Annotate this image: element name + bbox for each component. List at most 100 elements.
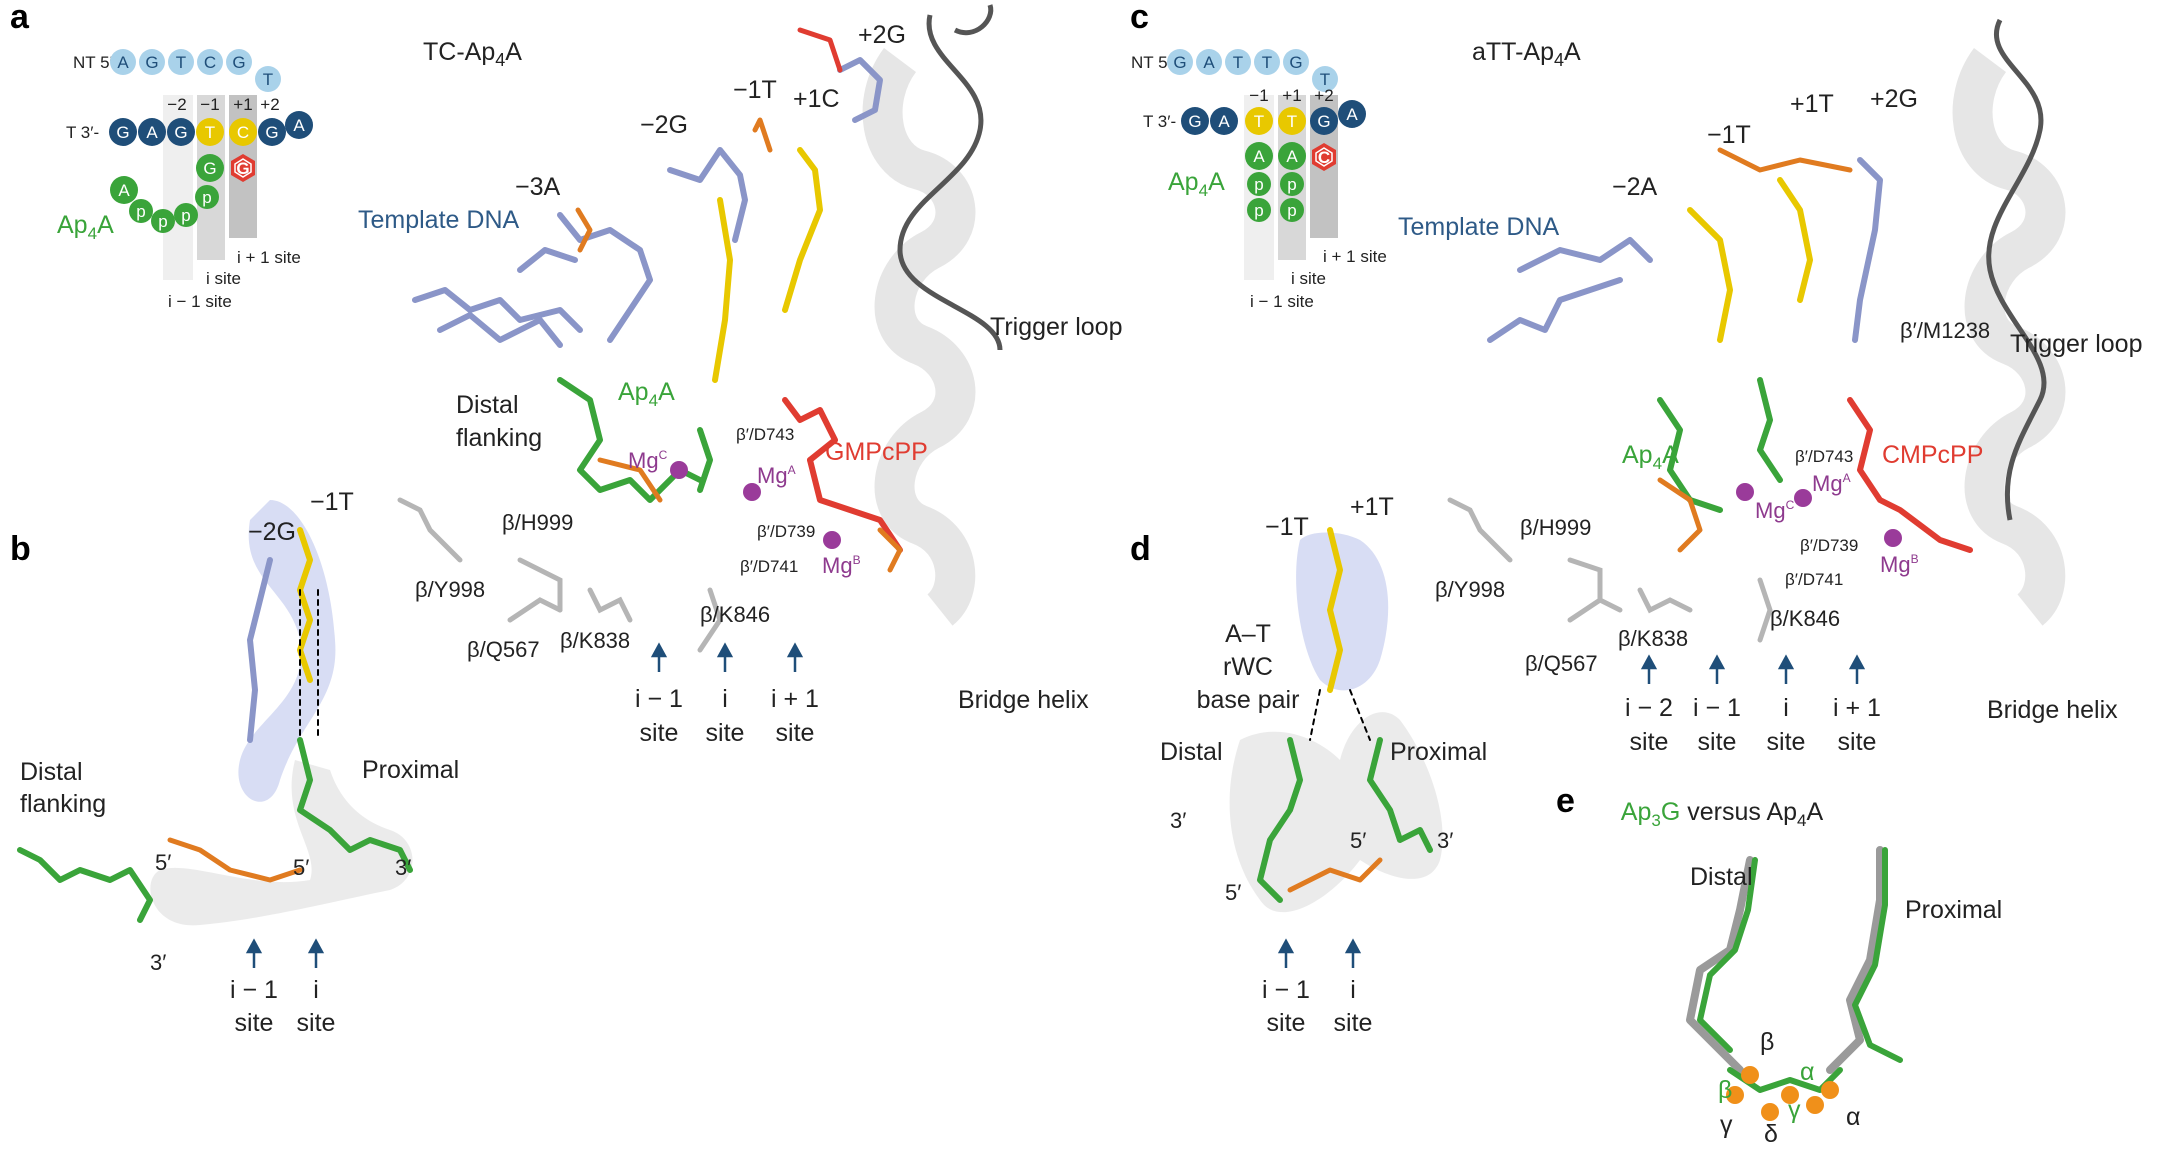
nt-base-6-label: T [263,70,273,89]
site-word-i-plus-a: site [776,719,815,747]
bridge-helix-a [862,4,1003,626]
dna-stick-plus2 [837,57,883,123]
label-bridge-helix-c: Bridge helix [1987,696,2118,724]
c-nt-base-4 [1254,49,1280,75]
e-phosphate-1 [1741,1066,1759,1084]
d-label-pair-1: A–T [1225,620,1271,648]
c-dna-yellow-plus1 [1777,177,1813,303]
c-site-i-minus2: i − 2 [1625,694,1673,722]
c-nt-strand-label: NT 5′- [1131,53,1176,72]
c-ap4a-stick-2 [1757,377,1783,483]
c-nt-base-3 [1225,49,1251,75]
arrow-i-minus-a-head [650,642,668,658]
e-grey-distal [1686,856,1754,1074]
d-site-i: i [1350,976,1356,1004]
c-dna-stick-1 [1487,277,1623,343]
incoming-ntp-label: G [236,159,249,178]
panel-label-b: b [10,530,31,568]
label-ap4a-c: Ap4A [1622,441,1679,473]
c-nt-strand: G A T T G T [1167,49,1338,92]
c-pos-label-p1: +1 [1282,86,1301,105]
d-density-bottom [1229,712,1443,913]
label-p1C-a: +1C [793,85,840,113]
arrow-i-plus-a-head [786,642,804,658]
label-template-dna-a: Template DNA [358,206,519,234]
nt-strand-label: NT 5′- [73,53,118,72]
d-density-top [1296,532,1389,691]
bridge-helix-ribbon [862,48,976,626]
c-site-i-minus: i − 1 [1693,694,1741,722]
c-t-base-1-label: G [1188,112,1201,131]
label-distal-a-2: flanking [456,424,542,452]
d-label-p1T: +1T [1350,493,1394,521]
nt-base-2 [139,49,165,75]
d-hbond-1 [1309,689,1321,741]
gmpcpp-tail [807,457,903,553]
c-phosphate-1 [1247,172,1271,196]
phosphate-3 [174,203,198,227]
e-label-alpha-green: α [1800,1058,1814,1086]
mg-a-sphere-a [743,483,761,501]
b-phosphate-chain [167,837,303,883]
d-arrow-i-head [1344,938,1362,954]
c-incoming-ntp-hexagon-inner [1315,147,1333,167]
c-t-base-6 [1338,100,1366,128]
phosphate-3-label: p [181,206,190,225]
mg-c-sphere-a [670,461,688,479]
dna-phosphate-2 [752,117,773,153]
c-t-base-2-label: A [1218,112,1230,131]
c-phosphate-2-label: p [1287,175,1296,194]
pos-label-p1: +1 [233,95,252,114]
c-i-minus-site-label: i − 1 site [1250,292,1314,311]
nt-base-4 [197,49,223,75]
c-site-word-4: site [1838,728,1877,756]
site-arrows-b [245,938,325,968]
c-label-q567: β/Q567 [1525,651,1598,676]
t-base-6-label: G [265,123,278,142]
residue-k846 [697,587,723,653]
nt-base-5 [226,49,252,75]
c-phosphate-3 [1247,198,1271,222]
d-label-5b: 5′ [1225,880,1241,905]
d-label-distal: Distal [1160,738,1223,766]
b-label-distal-1: Distal [20,758,83,786]
c-pos-label-p2: +2 [1314,86,1333,105]
b-site-word-1: site [235,1009,274,1037]
c-t-base-1 [1181,107,1209,135]
schematic-c: NT 5′- G A T T G T −1 +1 +2 T 3′- G A T [1131,49,1387,311]
ap4a-base-proximal [196,154,224,182]
c-t-base-3 [1245,107,1273,135]
e-label-beta-green: β [1718,1076,1732,1104]
dna-yellow-minus1 [712,197,733,383]
c-phosphate-4 [1280,198,1304,222]
t-base-2 [138,118,166,146]
nt-base-3-label: T [176,53,186,72]
c-label-d741: β′/D741 [1785,570,1843,589]
c-arrow-i-plus-head [1848,654,1866,670]
c-nt-base-1 [1167,49,1193,75]
e-phosphate-2 [1726,1086,1744,1104]
label-trigger-loop-c: Trigger loop [2010,330,2142,358]
t-base-4 [196,118,224,146]
label-trigger-loop-a: Trigger loop [990,313,1122,341]
d-label-n1T: −1T [1265,513,1309,541]
c-nt-base-5-label: G [1289,53,1302,72]
e-phosphate-5 [1806,1096,1824,1114]
c-site-i: i [1783,694,1789,722]
c-label-k846: β/K846 [1770,606,1840,631]
ligands-a [557,377,903,573]
c-i-site-label: i site [1291,269,1326,288]
nt-base-5-label: G [232,53,245,72]
c-t-strand: G A T T G A [1181,100,1366,135]
c-label-h999: β/H999 [1520,515,1591,540]
sticks-d [1257,527,1433,903]
label-q567-a: β/Q567 [467,637,540,662]
b-site-i-minus: i − 1 [230,976,278,1004]
residue-y998 [397,497,463,563]
c-label-p1T: +1T [1790,90,1834,118]
b-blue-strand [247,557,273,743]
c-label-n1T: −1T [1707,121,1751,149]
c-nt-base-3-label: T [1233,53,1243,72]
density-d [1229,532,1443,913]
